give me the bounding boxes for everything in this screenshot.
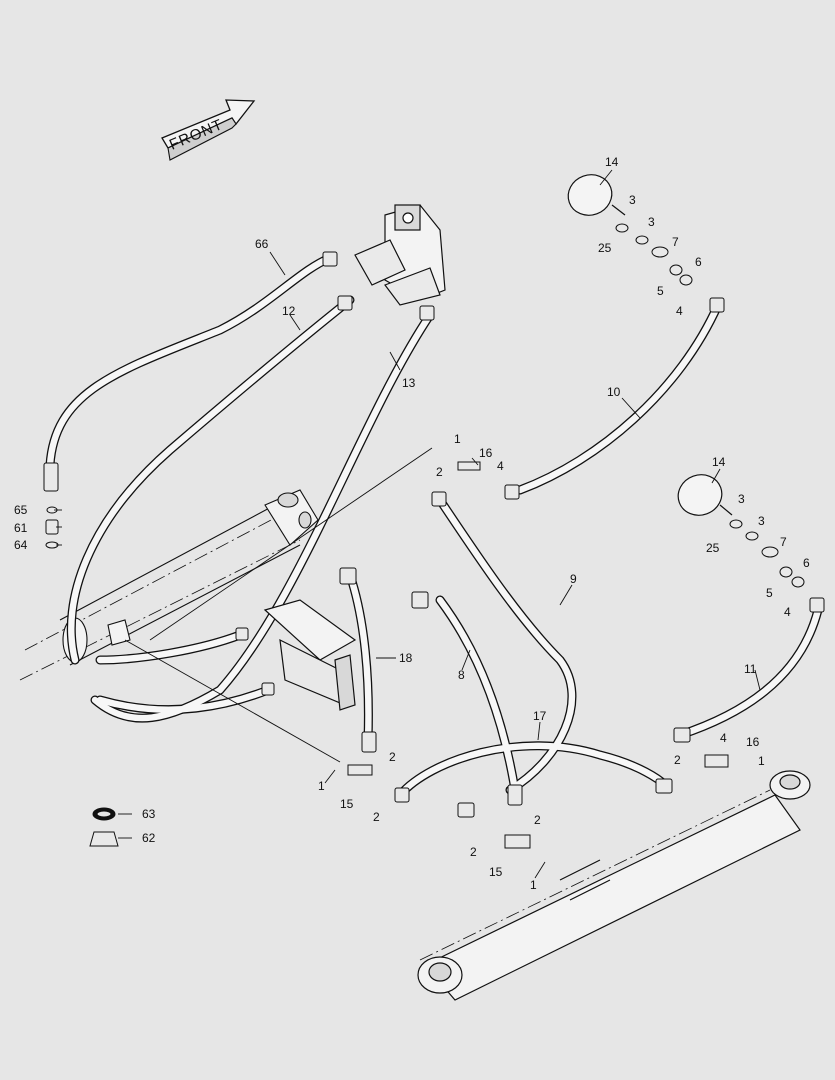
callout-2: 2 [436, 465, 443, 479]
callout-1: 1 [454, 432, 461, 446]
callout-7: 7 [672, 235, 679, 249]
callout-3: 3 [629, 193, 636, 207]
upper-cylinder [19, 489, 319, 681]
callout-2: 2 [389, 750, 396, 764]
callout-25: 25 [706, 541, 720, 555]
callout-8: 8 [458, 668, 465, 682]
callout-65: 65 [14, 503, 28, 517]
callout-2: 2 [674, 753, 681, 767]
callout-14: 14 [712, 455, 726, 469]
callout-1: 1 [318, 779, 325, 793]
callout-7: 7 [780, 535, 787, 549]
callout-2: 2 [534, 813, 541, 827]
callout-63: 63 [142, 807, 156, 821]
callout-25: 25 [598, 241, 612, 255]
callout-13: 13 [402, 376, 416, 390]
callout-5: 5 [657, 284, 664, 298]
callout-17: 17 [533, 709, 547, 723]
callout-4: 4 [497, 459, 504, 473]
callout-4: 4 [720, 731, 727, 745]
callout-3: 3 [738, 492, 745, 506]
callout-64: 64 [14, 538, 28, 552]
accumulator-upper [567, 174, 626, 216]
callout-10: 10 [607, 385, 621, 399]
callout-5: 5 [766, 586, 773, 600]
callout-6: 6 [803, 556, 810, 570]
callout-3: 3 [648, 215, 655, 229]
callout-1: 1 [530, 878, 537, 892]
manifold-block [263, 599, 357, 711]
callout-12: 12 [282, 304, 296, 318]
callout-4: 4 [784, 605, 791, 619]
callouts: 14 3 3 25 7 6 5 4 66 12 13 10 1 16 2 4 6… [14, 155, 810, 892]
callout-62: 62 [142, 831, 156, 845]
callout-14: 14 [605, 155, 619, 169]
pump-assembly [354, 204, 446, 306]
lower-cylinder [417, 770, 811, 1001]
callout-18: 18 [399, 651, 413, 665]
callout-16: 16 [479, 446, 493, 460]
callout-1: 1 [758, 754, 765, 768]
callout-4: 4 [676, 304, 683, 318]
callout-15: 15 [489, 865, 503, 879]
callout-2: 2 [373, 810, 380, 824]
callout-16: 16 [746, 735, 760, 749]
callout-15: 15 [340, 797, 354, 811]
accumulator-lower [677, 474, 733, 516]
callout-9: 9 [570, 572, 577, 586]
callout-61: 61 [14, 521, 28, 535]
callout-2: 2 [470, 845, 477, 859]
callout-6: 6 [695, 255, 702, 269]
leader-lines [54, 169, 761, 879]
hoses [45, 253, 823, 800]
callout-3: 3 [758, 514, 765, 528]
callout-66: 66 [255, 237, 269, 251]
fittings [43, 223, 825, 849]
callout-11: 11 [744, 662, 757, 676]
